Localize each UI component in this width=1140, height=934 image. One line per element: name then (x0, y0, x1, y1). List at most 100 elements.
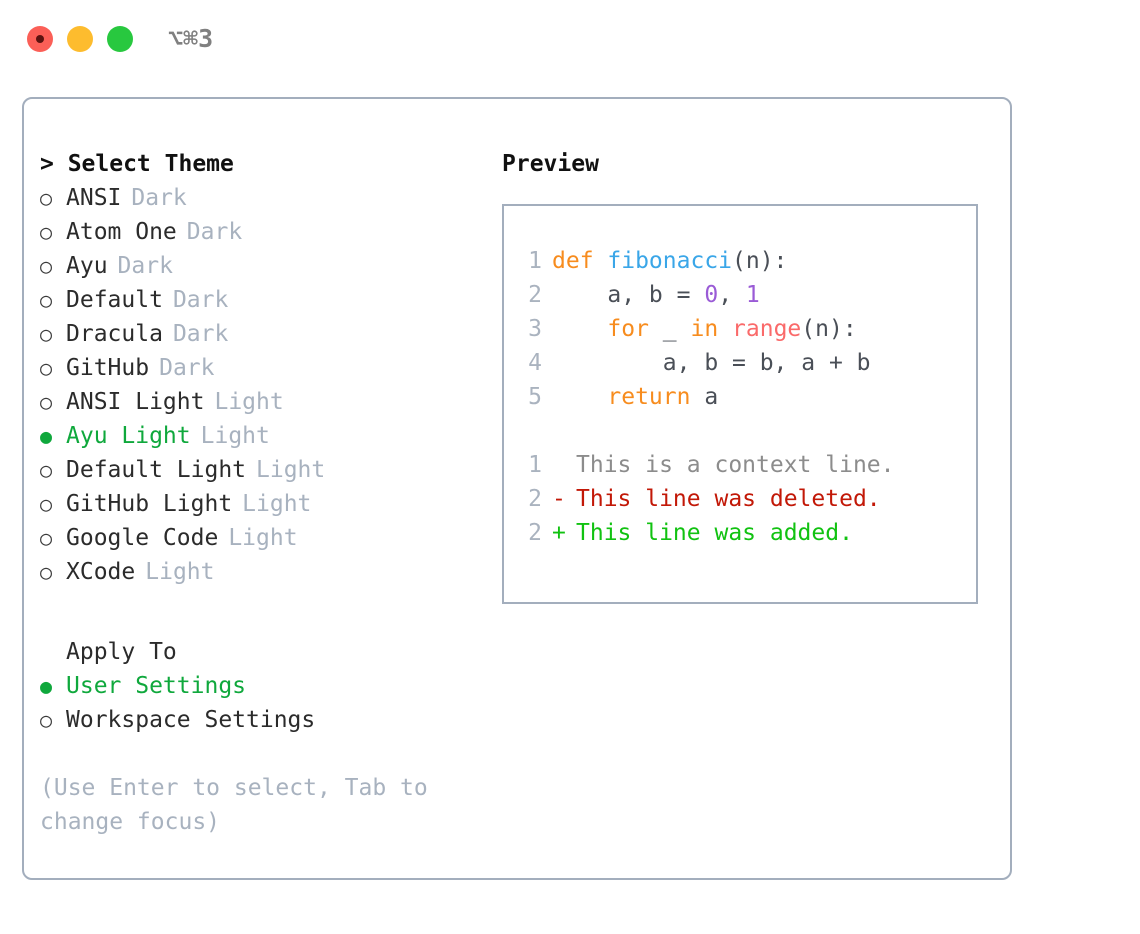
theme-variant-tag: Dark (172, 321, 229, 347)
code-token: (n): (801, 316, 857, 342)
theme-variant-tag: Dark (131, 185, 187, 211)
diff-sign: + (552, 520, 566, 546)
code-token: def (552, 248, 608, 274)
line-number: 1 (528, 452, 542, 478)
maximize-window-button[interactable] (107, 26, 133, 52)
theme-option-label: Default (66, 287, 163, 313)
theme-option-label: Ayu (66, 253, 108, 279)
minimize-window-button[interactable] (67, 26, 93, 52)
code-token: , (718, 282, 746, 308)
section-spacer (40, 589, 470, 635)
code-token: _ (648, 316, 691, 342)
line-number: 2 (528, 520, 542, 546)
code-line: 3 for _ in range(n): (518, 312, 895, 346)
theme-variant-tag: Dark (117, 253, 173, 279)
theme-option[interactable]: ○ Ayu Dark (40, 249, 470, 283)
apply-to-option-label: Workspace Settings (66, 707, 316, 733)
theme-variant-tag: Dark (159, 355, 215, 381)
apply-to-list: ● User Settings ○ Workspace Settings (40, 669, 470, 737)
theme-variant-tag: Dark (172, 287, 229, 313)
code-token: in (690, 316, 719, 342)
line-number: 1 (528, 248, 542, 274)
code-line: 4 a, b = b, a + b (518, 346, 895, 380)
radio-unselected-icon: ○ (40, 708, 53, 732)
theme-option[interactable]: ○ ANSI Dark (40, 181, 470, 215)
code-token (718, 316, 732, 342)
code-token: 0 (704, 282, 719, 308)
code-token: fibonacci (607, 248, 733, 274)
theme-option-label: Atom One (66, 219, 177, 245)
code-token: a (690, 384, 719, 410)
code-token: a, b = b, a + b (552, 350, 871, 376)
keyboard-shortcut-label: ⌥⌘3 (168, 24, 214, 53)
title-bar: ⌥⌘3 (0, 0, 1140, 78)
theme-option[interactable]: ○ Default Light Light (40, 453, 470, 487)
theme-option-label: GitHub (66, 355, 150, 381)
line-number: 5 (528, 384, 542, 410)
code-token: range (732, 316, 802, 342)
radio-selected-icon: ● (40, 424, 53, 448)
radio-selected-icon: ● (40, 674, 53, 698)
diff-line: 2 + This line was added. (518, 516, 895, 550)
theme-variant-tag: Light (200, 423, 270, 449)
radio-unselected-icon: ○ (40, 356, 53, 380)
radio-unselected-icon: ○ (40, 560, 53, 584)
radio-unselected-icon: ○ (40, 492, 53, 516)
radio-unselected-icon: ○ (40, 322, 53, 346)
diff-text: This is a context line. (576, 452, 895, 478)
code-token: 1 (745, 282, 760, 308)
theme-option[interactable]: ● Ayu Light Light (40, 419, 470, 453)
theme-option-label: Default Light (66, 457, 247, 483)
diff-line: 2-This line was deleted. (518, 482, 895, 516)
theme-option[interactable]: ○ Default Dark (40, 283, 470, 317)
code-token (552, 384, 607, 410)
theme-option-label: Dracula (66, 321, 163, 347)
code-line: 2 a, b = 0, 1 (518, 278, 895, 312)
apply-to-option[interactable]: ○ Workspace Settings (40, 703, 470, 737)
theme-option[interactable]: ○ GitHub Dark (40, 351, 470, 385)
theme-option-label: ANSI (66, 185, 122, 211)
theme-option-label: GitHub Light (66, 491, 233, 517)
diff-sign: - (552, 486, 566, 512)
diff-text: This line was added. (576, 520, 853, 546)
select-theme-heading: > Select Theme (40, 151, 234, 177)
close-window-button[interactable] (27, 26, 53, 52)
diff-sign (552, 448, 576, 482)
code-token: a, b = (552, 282, 705, 308)
radio-unselected-icon: ○ (40, 288, 53, 312)
theme-option[interactable]: ○ XCode Light (40, 555, 470, 589)
theme-option-label: Ayu Light (66, 423, 191, 449)
line-number: 2 (528, 282, 542, 308)
theme-option-label: XCode (66, 559, 136, 585)
code-token: return (607, 384, 691, 410)
diff-line: 1 This is a context line. (518, 448, 895, 482)
code-token: for (607, 316, 649, 342)
theme-option-label: Google Code (66, 525, 219, 551)
code-line: 5 return a (518, 380, 895, 414)
theme-option[interactable]: ○ Dracula Dark (40, 317, 470, 351)
radio-unselected-icon: ○ (40, 254, 53, 278)
radio-unselected-icon: ○ (40, 458, 53, 482)
code-blank-line (518, 414, 895, 448)
apply-to-option-label: User Settings (66, 673, 247, 699)
code-line: 1 def fibonacci(n): (518, 244, 895, 278)
preview-heading: Preview (502, 151, 599, 177)
code-token: (n): (732, 248, 788, 274)
apply-to-option[interactable]: ● User Settings (40, 669, 470, 703)
theme-variant-tag: Light (145, 559, 215, 585)
line-number: 4 (528, 350, 542, 376)
radio-unselected-icon: ○ (40, 186, 53, 210)
theme-variant-tag: Light (256, 457, 326, 483)
theme-variant-tag: Light (214, 389, 284, 415)
line-number: 2 (528, 486, 542, 512)
